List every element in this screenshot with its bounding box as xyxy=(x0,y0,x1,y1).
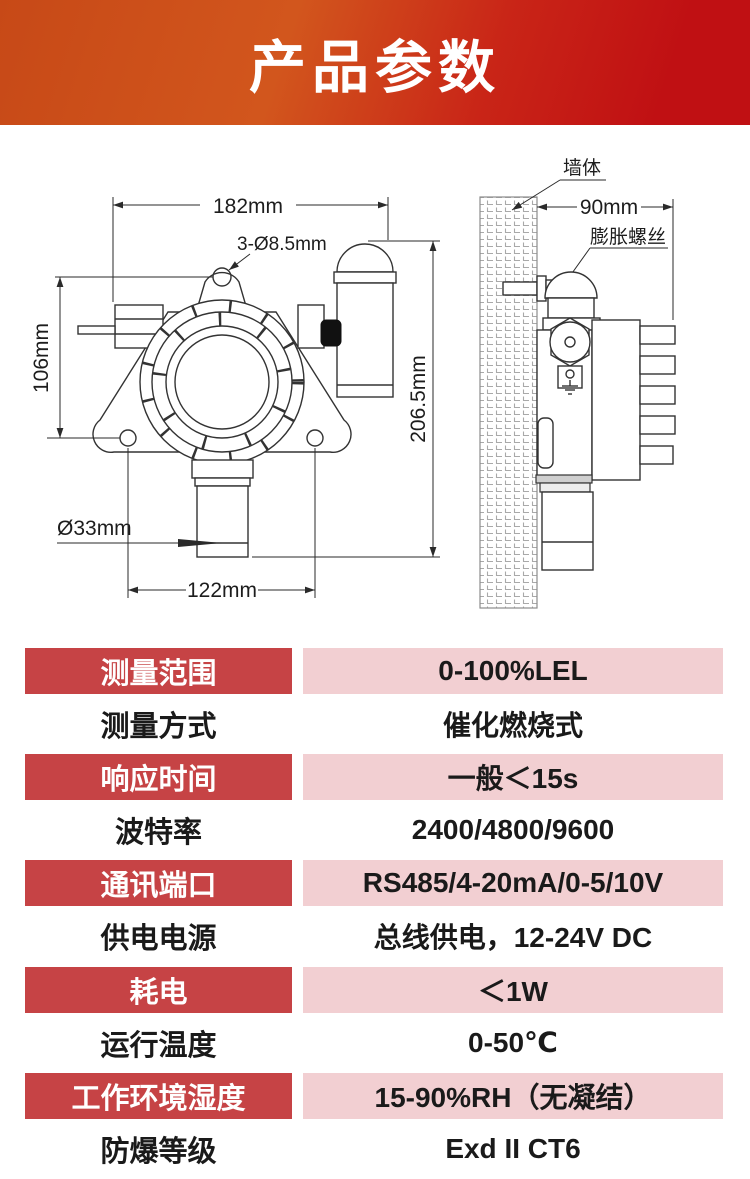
dim-106mm: 106mm xyxy=(30,276,213,439)
dim-height-right-label: 206.5mm xyxy=(407,355,430,443)
dimension-drawing-svg: 182mm 3-Ø8.5mm 106mm 206.5mm xyxy=(30,157,676,609)
spec-row: 测量范围 0-100%LEL xyxy=(25,648,723,701)
spec-row: 波特率 2400/4800/9600 xyxy=(25,807,723,860)
spec-label: 耗电 xyxy=(25,966,292,1013)
spec-value: 0-50℃ xyxy=(468,1027,558,1059)
spec-row: 响应时间 一般＜15s xyxy=(25,754,723,807)
product-dimension-diagram: 182mm 3-Ø8.5mm 106mm 206.5mm xyxy=(0,130,750,648)
spec-row: 工作环境湿度 15-90%RH（无凝结） xyxy=(25,1072,723,1126)
page-header: 产品参数 xyxy=(0,0,750,125)
gas-sensor xyxy=(191,459,254,558)
spec-row: 测量方式 催化燃烧式 xyxy=(25,701,723,754)
ground-tab xyxy=(557,365,583,395)
dim-122mm: 122mm xyxy=(127,448,316,602)
dim-sensor-diameter-label: Ø33mm xyxy=(57,517,132,540)
spec-label: 响应时间 xyxy=(25,754,292,801)
wall-callout: 墙体 xyxy=(511,157,606,211)
top-ear xyxy=(197,271,247,307)
dim-width-top-label: 182mm xyxy=(213,195,283,218)
spec-row: 供电电源 总线供电，12-24V DC xyxy=(25,913,723,966)
detector-body xyxy=(139,299,305,465)
spec-label: 测量范围 xyxy=(25,648,292,694)
alarm-beacon xyxy=(333,243,397,398)
dim-mount-holes-label: 3-Ø8.5mm xyxy=(237,234,327,255)
spec-row: 通讯端口 RS485/4-20mA/0-5/10V xyxy=(25,860,723,913)
dim-width-bottom-label: 122mm xyxy=(187,579,257,602)
spec-value: 15-90%RH（无凝结） xyxy=(303,1072,723,1119)
sight-window xyxy=(174,334,270,430)
page-title: 产品参数 xyxy=(249,35,501,100)
dim-90mm: 90mm xyxy=(537,196,674,320)
side-slot xyxy=(537,417,554,469)
spec-label: 波特率 xyxy=(114,817,202,850)
spec-label: 测量方式 xyxy=(100,711,217,744)
bracket-hole-right xyxy=(306,429,324,447)
spec-value: RS485/4-20mA/0-5/10V xyxy=(303,860,723,907)
dim-depth-label: 90mm xyxy=(580,196,638,219)
spec-label: 工作环境湿度 xyxy=(25,1072,292,1119)
spec-value: ＜1W xyxy=(303,966,723,1013)
spec-value: Exd II CT6 xyxy=(445,1132,581,1164)
spec-label: 供电电源 xyxy=(100,923,217,956)
spec-value: 0-100%LEL xyxy=(303,648,723,694)
dim-sensor-dia: Ø33mm xyxy=(57,517,222,547)
spec-value: 总线供电，12-24V DC xyxy=(373,922,653,954)
wall-label: 墙体 xyxy=(563,157,601,179)
spec-row: 运行温度 0-50℃ xyxy=(25,1020,723,1073)
dim-206mm: 206.5mm xyxy=(252,240,440,558)
spec-value: 催化燃烧式 xyxy=(442,710,583,742)
spec-value: 2400/4800/9600 xyxy=(411,814,615,846)
side-view: 墙体 90mm 膨胀螺丝 xyxy=(479,157,676,609)
front-view: 182mm 3-Ø8.5mm 106mm 206.5mm xyxy=(30,195,440,602)
probe-rod xyxy=(77,325,116,335)
dim-height-left-label: 106mm xyxy=(30,323,53,393)
spec-table: 测量范围 0-100%LEL 测量方式 催化燃烧式 响应时间 一般＜15s 波特… xyxy=(25,648,723,1179)
right-gland xyxy=(297,304,325,349)
beacon-connector xyxy=(320,319,342,347)
spec-row: 耗电 ＜1W xyxy=(25,966,723,1020)
spec-label: 防爆等级 xyxy=(100,1135,217,1168)
spec-label: 通讯端口 xyxy=(25,860,292,907)
body-side xyxy=(536,317,676,481)
sensor-side xyxy=(535,474,594,571)
screw-label: 膨胀螺丝 xyxy=(590,226,666,248)
spec-value: 一般＜15s xyxy=(303,754,723,801)
wall-section xyxy=(479,196,538,609)
dim-mount-holes: 3-Ø8.5mm xyxy=(228,234,327,271)
dim-182mm: 182mm xyxy=(112,195,389,302)
spec-row: 防爆等级 Exd II CT6 xyxy=(25,1126,723,1179)
spec-label: 运行温度 xyxy=(100,1029,217,1062)
